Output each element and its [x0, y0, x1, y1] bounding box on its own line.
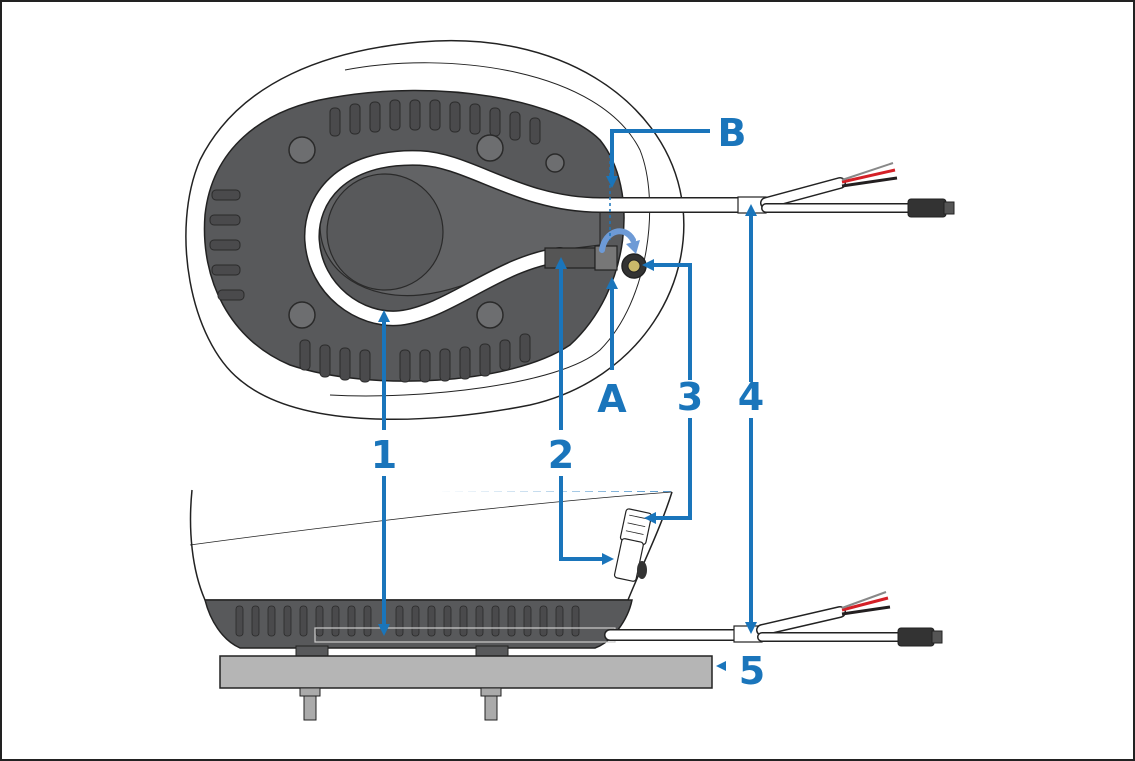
- rib-slots: [209, 99, 541, 383]
- screw-bosses: [288, 134, 565, 329]
- callout-5: 5: [739, 649, 765, 693]
- arrow-head-icon: [606, 277, 618, 289]
- wire-black-side: [841, 605, 891, 616]
- data-connector-tip-top: [943, 201, 955, 215]
- wire-red-top: [841, 168, 896, 184]
- data-connector-top: [907, 198, 947, 218]
- callout-b: B: [718, 111, 747, 155]
- arrow-head-icon: [555, 257, 567, 269]
- leader-b: [610, 129, 710, 180]
- wire-grey-top: [841, 162, 894, 181]
- socket-top-inner: [627, 259, 641, 273]
- arrow-head-icon: [606, 176, 618, 188]
- side-view: [189, 489, 943, 721]
- arrow-heads: [378, 176, 757, 671]
- mounting-plate: [219, 655, 713, 689]
- housing-lip-line: [329, 62, 651, 397]
- callout-leaders: [382, 129, 753, 628]
- callout-4: 4: [738, 375, 764, 419]
- recess-disc: [326, 173, 444, 291]
- wire-grey-side: [841, 591, 887, 609]
- connector-nut-top: [594, 245, 618, 271]
- callout-3: 3: [677, 375, 703, 419]
- arrow-head-icon: [602, 553, 614, 565]
- leader-3-lower: [652, 418, 692, 520]
- angled-connector-side: [613, 508, 653, 582]
- callout-a: A: [597, 377, 627, 421]
- data-connector-side: [897, 627, 935, 647]
- arrow-head-icon: [745, 204, 757, 216]
- foot-right: [475, 645, 509, 657]
- wire-red-side: [841, 596, 889, 612]
- cable-loop-top-fill: [305, 151, 767, 325]
- foot-left: [295, 645, 329, 657]
- data-connector-tip-side: [931, 630, 943, 644]
- callout-2: 2: [548, 433, 574, 477]
- studs: [299, 687, 502, 721]
- shell-edge-line: [189, 491, 673, 546]
- wire-black-top: [841, 176, 898, 188]
- rotate-arrow-icon: [599, 228, 636, 253]
- arrow-head-icon: [642, 259, 654, 271]
- leader-2-lower: [559, 476, 606, 561]
- arrow-head-icon: [644, 512, 656, 524]
- arrow-head-icon: [745, 622, 757, 634]
- housing-shell-side: [189, 489, 673, 601]
- power-cable-top-fill: [761, 178, 845, 208]
- rotate-arrow-head-icon: [626, 240, 640, 254]
- connector-latch: [637, 561, 647, 579]
- arrow-head-icon: [378, 624, 390, 636]
- leader-3-upper: [650, 263, 692, 380]
- power-cable-side-fill: [757, 607, 845, 635]
- arrow-head-icon: [378, 310, 390, 322]
- arrow-head-icon: [716, 661, 726, 671]
- callout-1: 1: [371, 433, 397, 477]
- connector-body-top: [544, 247, 596, 269]
- top-view: [185, 40, 955, 421]
